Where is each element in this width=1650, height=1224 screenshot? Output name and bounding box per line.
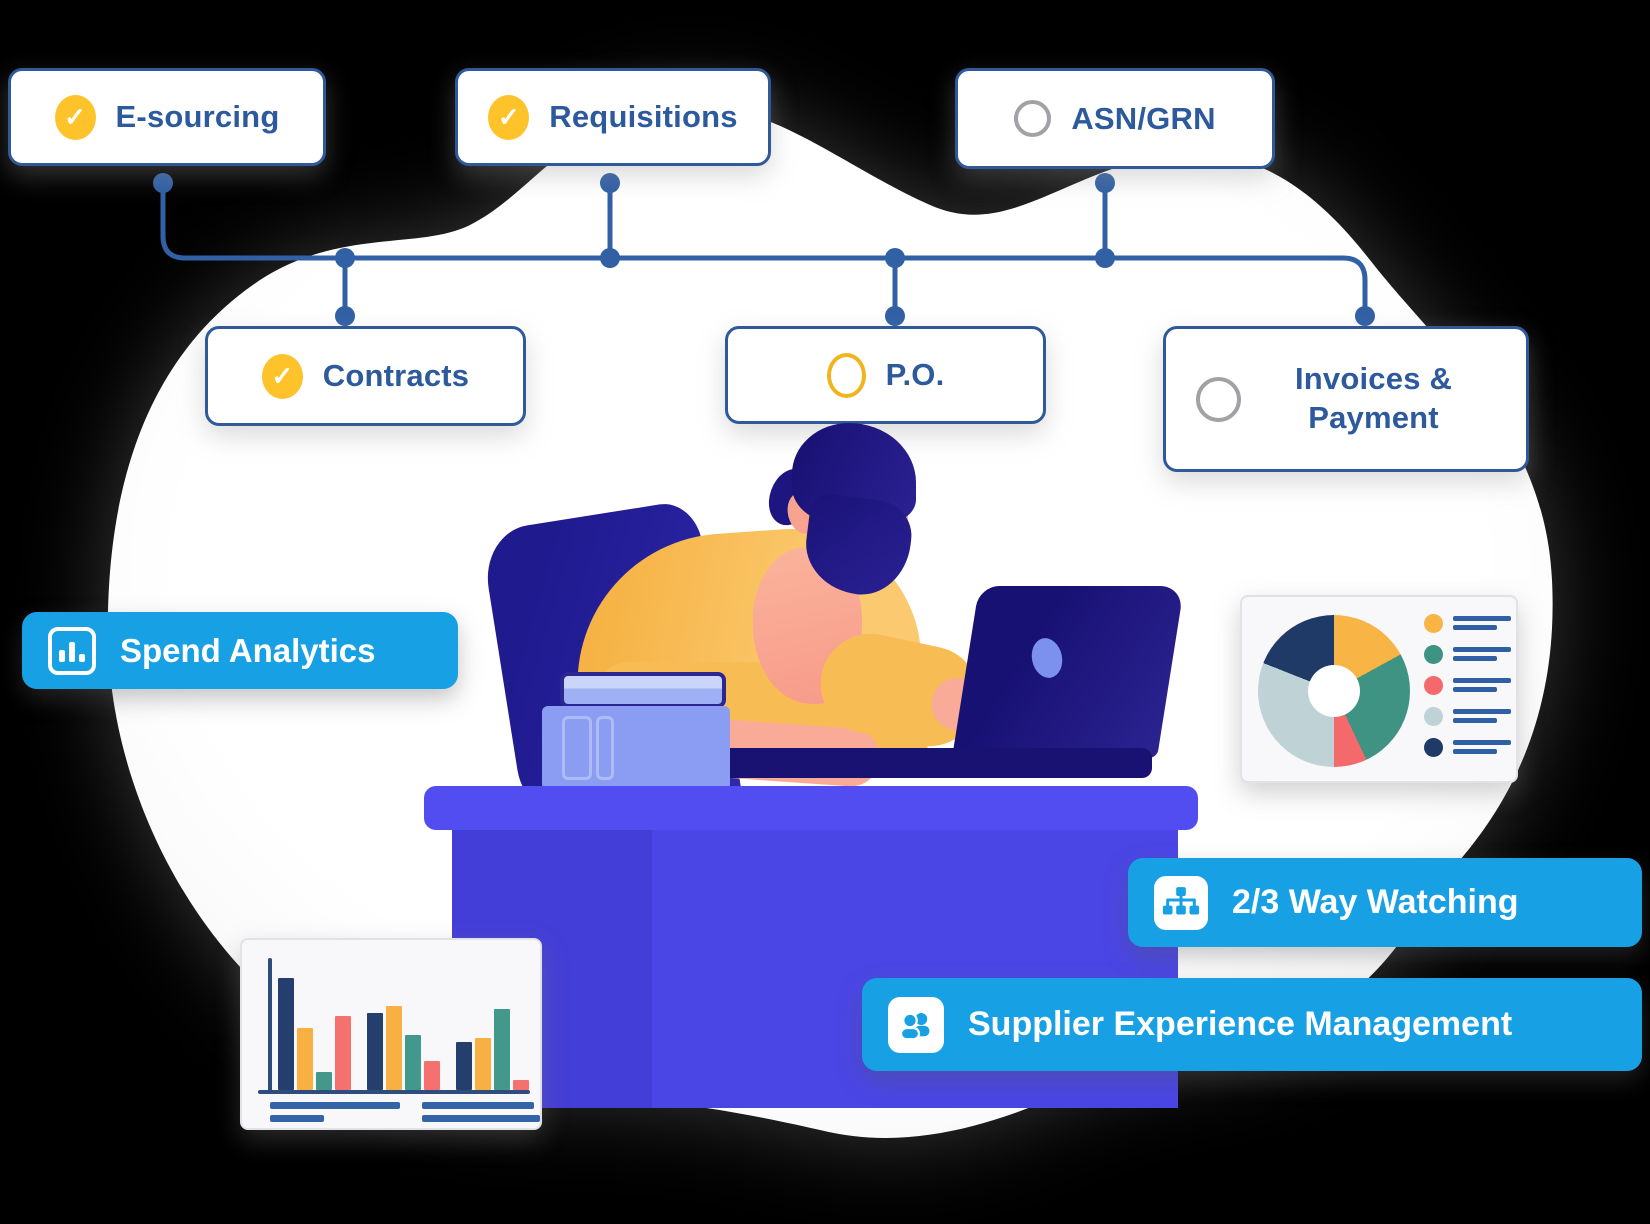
flow-box-requisitions[interactable]: Requisitions [455, 68, 771, 166]
flow-box-label: Contracts [322, 358, 470, 393]
flow-box-invoices-payment[interactable]: Invoices & Payment [1163, 326, 1529, 472]
bar-chart-card [240, 938, 542, 1130]
checkbox-checked-icon[interactable] [54, 94, 96, 140]
donut-chart-card [1240, 595, 1518, 783]
checkbox-checked-icon[interactable] [488, 94, 530, 140]
hierarchy-icon [1154, 875, 1208, 930]
people-icon [888, 996, 944, 1053]
bar [405, 1035, 421, 1090]
bar-chart-icon [48, 626, 96, 675]
bar [475, 1038, 491, 1090]
flow-box-label: Invoices & Payment [1294, 361, 1453, 435]
bar [513, 1079, 529, 1090]
spend-analytics-banner: Spend Analytics [22, 612, 458, 689]
x-axis [258, 1090, 530, 1094]
bar [367, 1013, 383, 1090]
axis-label-lines [270, 1102, 400, 1122]
bar-group [278, 978, 351, 1090]
legend-item [1424, 675, 1511, 695]
supplier-experience-banner: Supplier Experience Management [862, 978, 1642, 1071]
bar [386, 1005, 402, 1090]
flow-box-label: E-sourcing [115, 99, 280, 134]
bar [456, 1041, 472, 1090]
legend-item [1424, 613, 1511, 633]
donut-chart [1258, 615, 1410, 767]
two-three-way-watching-banner: 2/3 Way Watching [1128, 858, 1642, 947]
checkbox-empty-icon[interactable] [1014, 100, 1052, 137]
bar-label-lines [270, 1102, 540, 1122]
bar [335, 1015, 351, 1090]
flow-box-label: ASN/GRN [1071, 100, 1216, 136]
banner-label: Supplier Experience Management [968, 1005, 1513, 1043]
flow-box-contracts[interactable]: Contracts [205, 326, 526, 426]
flow-box-label: P.O. [885, 357, 945, 392]
banner-label: Spend Analytics [120, 631, 376, 669]
donut-legend [1424, 613, 1511, 757]
bar [424, 1061, 440, 1090]
bar [316, 1071, 332, 1090]
checkbox-empty-icon[interactable] [826, 352, 866, 398]
checkbox-checked-icon[interactable] [261, 353, 303, 399]
legend-item [1424, 737, 1511, 757]
axis-label-lines [422, 1102, 540, 1122]
banner-label: 2/3 Way Watching [1232, 883, 1519, 921]
flow-box-asn-grn[interactable]: ASN/GRN [955, 68, 1275, 169]
bar [494, 1009, 510, 1090]
bar-groups [278, 960, 530, 1090]
flow-box-e-sourcing[interactable]: E-sourcing [8, 68, 326, 166]
bar-group [367, 1005, 440, 1090]
legend-item [1424, 706, 1511, 726]
checkbox-empty-icon[interactable] [1196, 376, 1241, 422]
bar [297, 1027, 313, 1090]
flow-box-label: Requisitions [549, 99, 738, 134]
flow-box-po[interactable]: P.O. [725, 326, 1046, 424]
legend-item [1424, 644, 1511, 664]
y-axis [268, 958, 272, 1092]
donut-hole [1308, 665, 1360, 717]
bar-group [456, 1009, 529, 1090]
bar [278, 978, 294, 1090]
